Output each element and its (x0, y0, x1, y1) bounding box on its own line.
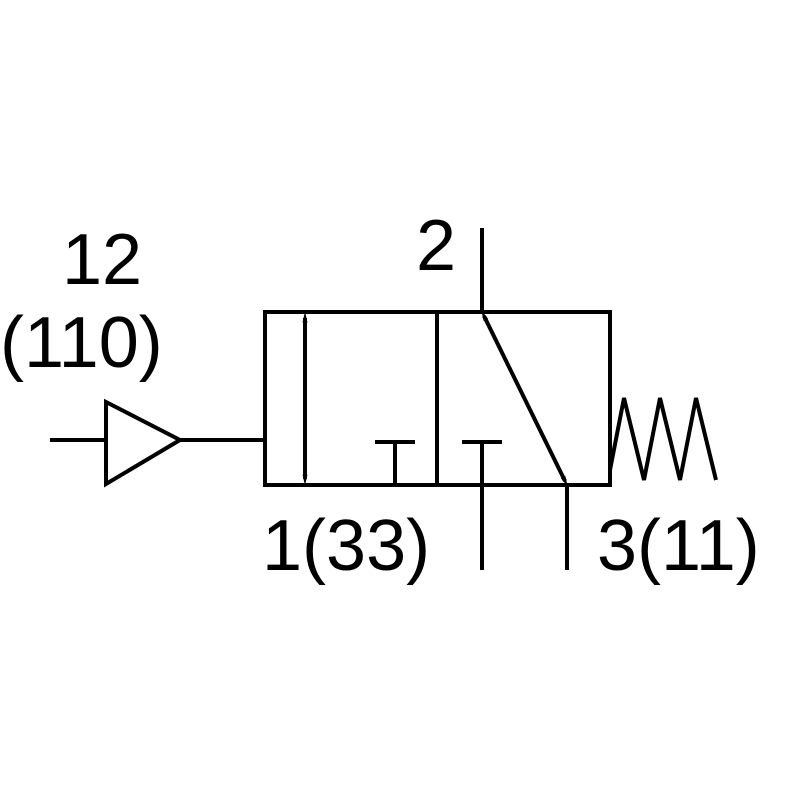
pilot-port-label: 12 (62, 220, 142, 300)
spring-icon (608, 397, 718, 481)
flow-arrow-icon (481, 310, 568, 487)
pilot-triangle-icon (104, 398, 185, 488)
pilot-port-alt-label: (110) (0, 303, 163, 383)
exhaust-port-label: 3(11) (597, 506, 760, 586)
outlet-port-label: 2 (416, 206, 456, 286)
supply-port-label: 1(33) (262, 506, 430, 586)
